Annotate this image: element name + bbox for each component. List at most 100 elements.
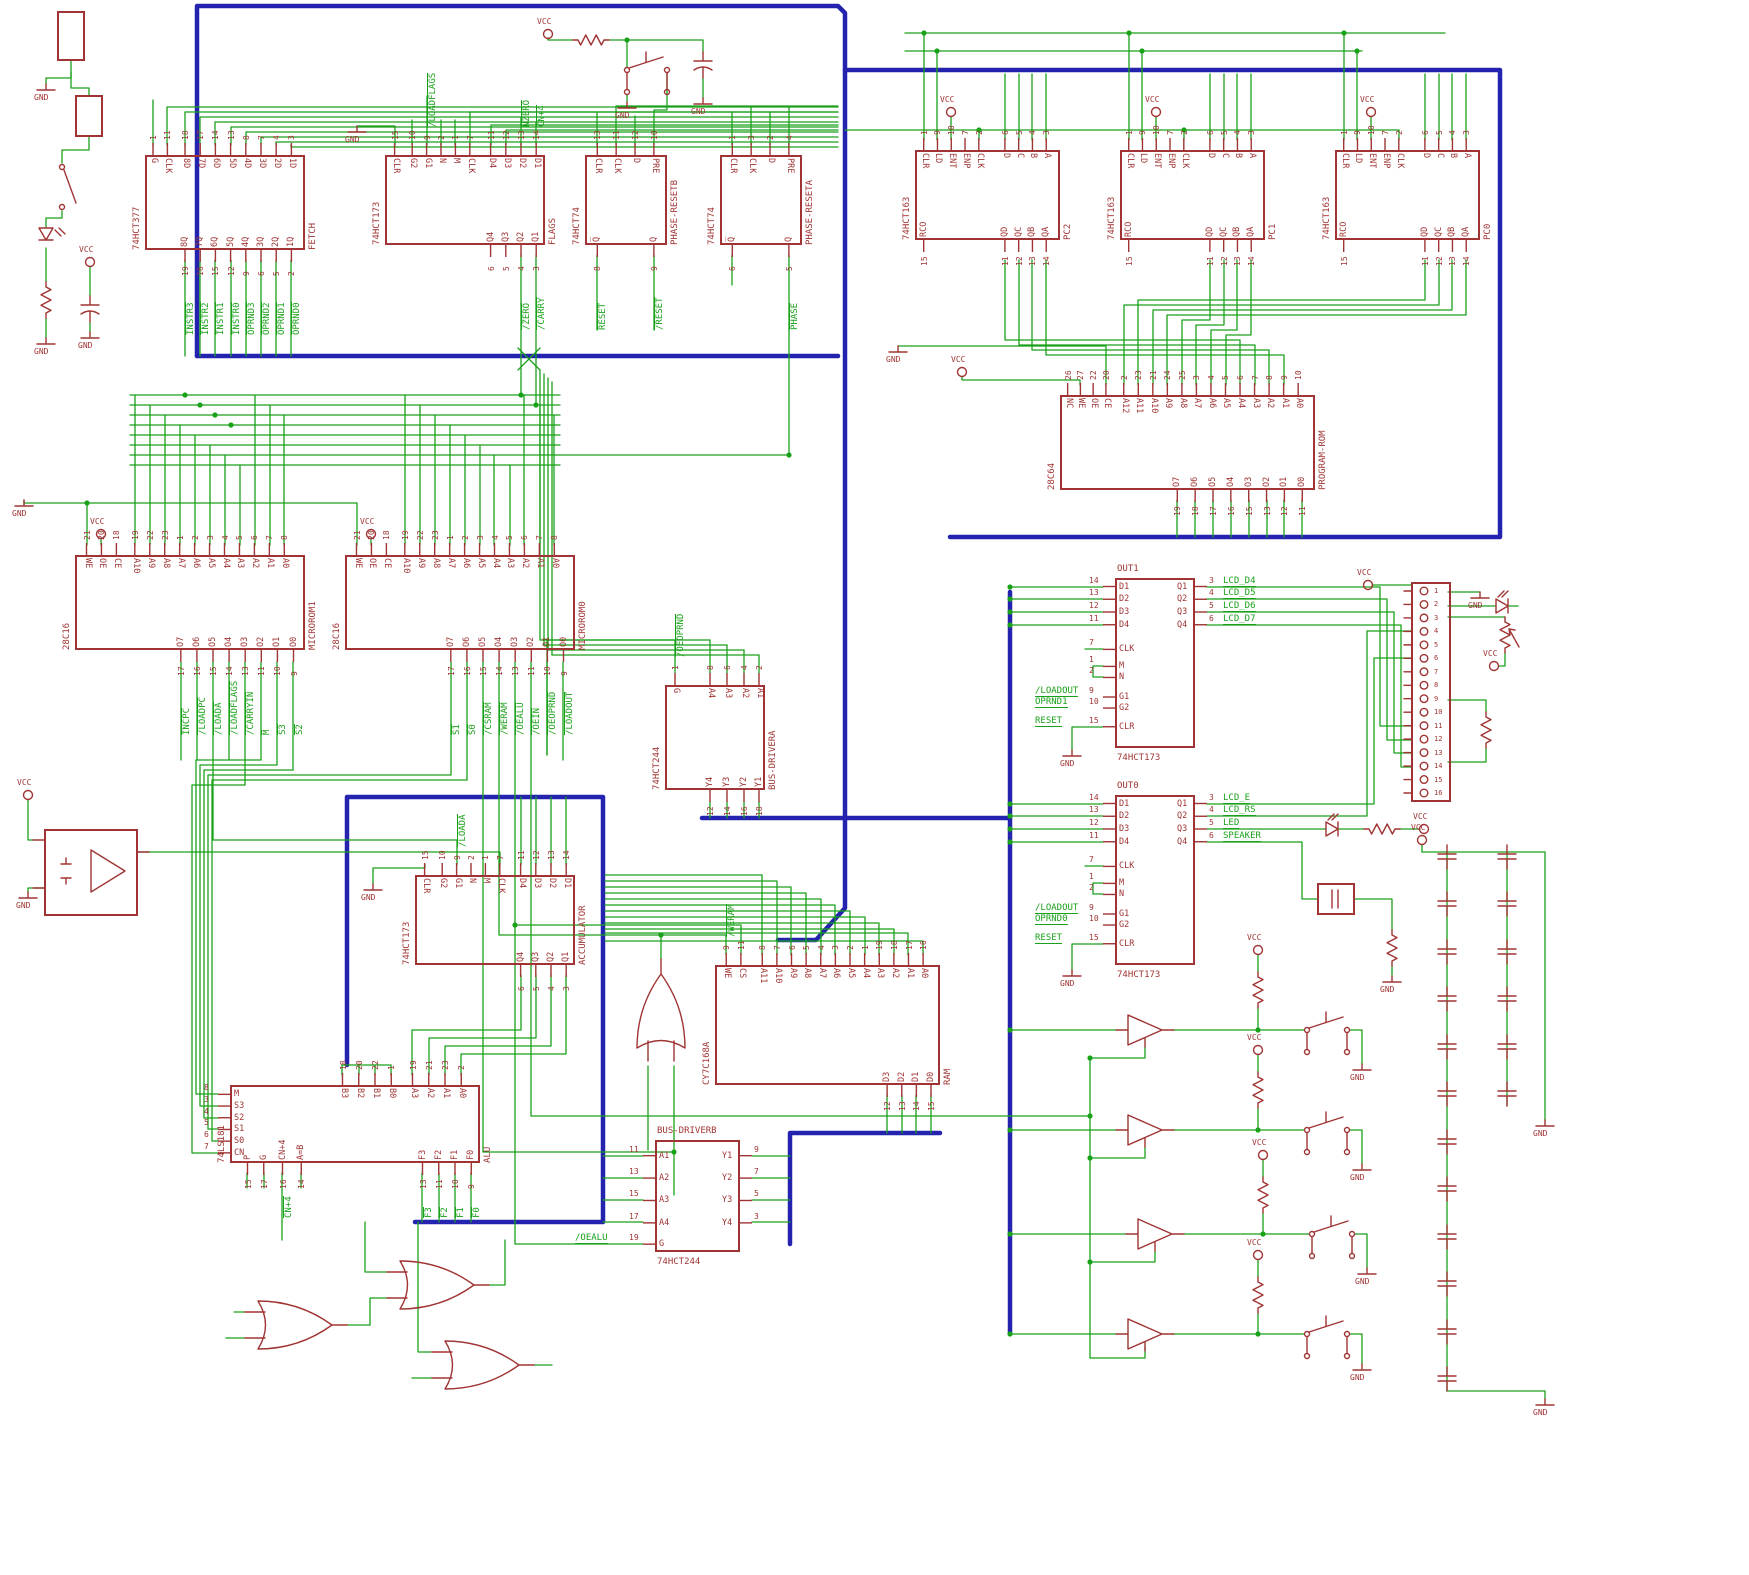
capacitor [1437, 1224, 1457, 1250]
net-label: S0 [466, 724, 478, 735]
pin-number: 4 [490, 535, 500, 540]
pin-number: 22 [1089, 370, 1099, 380]
pin-name: G1 [452, 878, 463, 889]
ic-alu [230, 1085, 480, 1163]
resistor [1480, 711, 1492, 749]
junction-dot [976, 127, 982, 133]
pin-number: 13 [517, 130, 526, 140]
pin-number: 15 [1089, 715, 1099, 725]
pin-number: 5 [784, 266, 794, 271]
pin-name: A1 [755, 688, 765, 699]
ic-ref: FLAGS [548, 217, 558, 245]
pin-number: 13 [629, 1167, 639, 1177]
pin-number: 9 [289, 671, 299, 676]
gnd-symbol [617, 101, 637, 109]
net-wire [1206, 611, 1413, 754]
pin-name: G [149, 158, 159, 164]
pin-number: 9 [754, 1144, 759, 1154]
pin-number: 7 [1089, 638, 1094, 648]
connector-pad [1419, 626, 1429, 636]
pin-number: 1 [451, 135, 461, 140]
pin-name: O6 [1190, 476, 1201, 487]
net-wire [1004, 259, 1241, 386]
gnd-label: GND [1533, 1408, 1548, 1417]
pin-name: O3 [510, 636, 521, 647]
pin-number: 10 [1434, 708, 1443, 717]
resistor [1386, 929, 1398, 967]
net-wire [1498, 652, 1506, 667]
pin-number: 10 [947, 125, 957, 135]
pin-name: O2 [256, 636, 267, 647]
pin-name: QC [1218, 226, 1229, 237]
net-wire [245, 131, 839, 146]
pin-number: 6 [516, 986, 526, 991]
pin-number: 5 [1209, 818, 1214, 827]
pin-number: 6 [1000, 130, 1010, 135]
ic-part: 74HCT74 [707, 207, 717, 245]
pin-name: F3 [417, 1149, 428, 1160]
pin-name: ENT [1367, 153, 1378, 169]
pin-number: 14 [1462, 256, 1472, 266]
pin-number: 5 [204, 1118, 209, 1128]
pin-number: 13 [1434, 748, 1443, 757]
pin-number: 1 [445, 535, 455, 540]
net-wire [166, 106, 839, 146]
pin-number: 27 [1076, 370, 1086, 380]
pin-name: CLK [163, 158, 174, 174]
pin-name: D3 [501, 158, 512, 169]
pin-number: 6 [257, 271, 266, 276]
pin-number: 9 [1089, 686, 1094, 695]
ic-out0 [1115, 795, 1195, 965]
pin-number: 10 [408, 130, 418, 140]
pin-name: 4D [241, 158, 252, 169]
connector-pad [1419, 599, 1429, 609]
pin-number: 12 [883, 1101, 893, 1111]
net-label: RESET [1035, 932, 1063, 944]
vcc-label: VCC [1247, 1033, 1262, 1042]
junction-dot [197, 402, 203, 408]
pin-number: 11 [1089, 830, 1099, 840]
pin-number: 21 [352, 530, 362, 540]
pin-number: 14 [495, 666, 505, 676]
pin-name: A6 [1206, 398, 1217, 409]
pin-name: Y4 [722, 1217, 733, 1228]
pin-name: 5Q [225, 236, 236, 247]
pin-number: 7 [961, 130, 971, 135]
pin-name: O3 [240, 636, 251, 647]
pin-number: 19 [629, 1233, 639, 1243]
pin-name: CLK [1179, 153, 1190, 169]
pin-name: O1 [272, 636, 283, 647]
led [1495, 590, 1509, 614]
pin-number: 10 [1367, 125, 1377, 135]
capacitor [1437, 1034, 1457, 1060]
ic-ref: BUS-DRIVERB [657, 1126, 717, 1136]
junction-dot [1007, 839, 1013, 845]
junction-dot [921, 30, 927, 36]
vcc-symbol [1362, 579, 1374, 591]
oscillator [44, 829, 138, 916]
pin-number: 7 [1434, 667, 1439, 676]
pin-number: 1 [1339, 130, 1349, 135]
pin-name: O5 [1208, 476, 1218, 487]
pin-name: CLK [612, 158, 623, 174]
pin-name: A3 [505, 558, 516, 569]
pin-number: 9 [1138, 130, 1148, 135]
pin-name: Q2 [516, 231, 526, 242]
pin-number: 18 [181, 130, 190, 140]
ic-part: 74HCT74 [572, 207, 582, 245]
pin-name: CLK [495, 878, 506, 894]
pin-number: 6 [1209, 613, 1214, 623]
pin-name: D [631, 158, 642, 164]
junction-dot [1087, 1155, 1093, 1161]
net-wire [604, 904, 836, 956]
pin-name: N [1119, 889, 1125, 900]
gnd-label: GND [1060, 759, 1075, 768]
net-wire [1206, 624, 1413, 768]
net-label: LCD_D7 [1223, 613, 1256, 625]
resistor [1252, 1276, 1264, 1314]
pin-name: 5D [226, 158, 237, 169]
pin-name: G1 [422, 158, 433, 169]
net-label: S3 [277, 724, 289, 735]
net-label: LCD_RS [1223, 805, 1256, 817]
pin-number: 2 [974, 130, 984, 135]
